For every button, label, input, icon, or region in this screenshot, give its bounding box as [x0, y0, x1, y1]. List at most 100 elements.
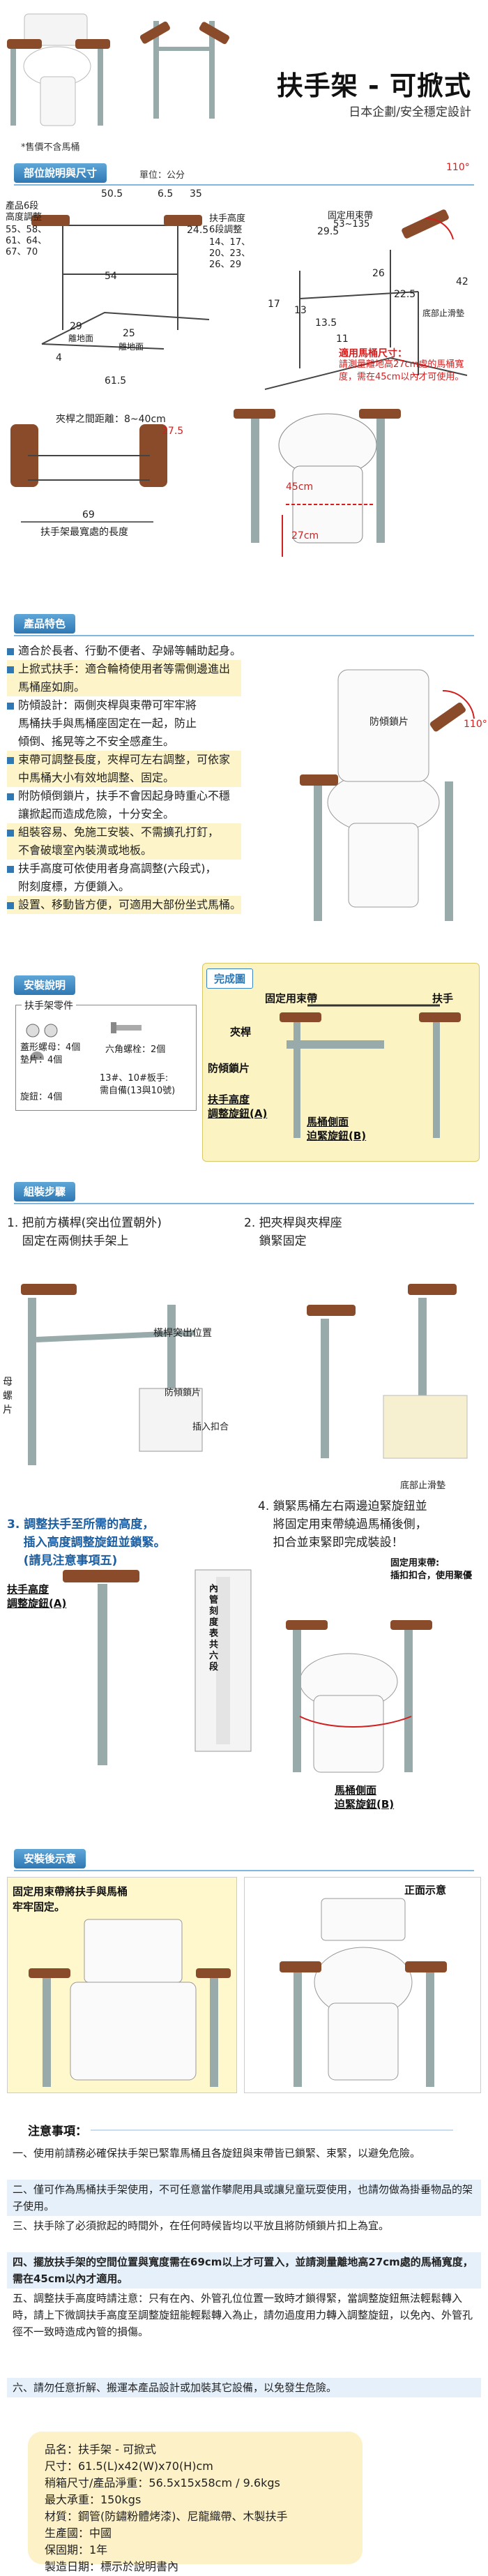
step-4-belt-label: 固定用束帶: 插扣扣合，使用聚優: [390, 1558, 473, 1581]
dim-25: 25: [123, 328, 135, 339]
done-side-knob-label: 馬桶側面 迫緊旋鈕(B): [307, 1116, 367, 1142]
bullet-icon: [7, 666, 14, 673]
dim-6-5: 6.5: [158, 188, 174, 200]
unit-label: 單位：公分: [139, 170, 185, 181]
dim-42: 42: [456, 276, 468, 287]
dimension-diagram: [10, 209, 468, 557]
wrench-label: 13#、10#板手: 需自備(13與10號): [100, 1073, 176, 1096]
dim-17: 17: [268, 299, 280, 310]
caution-item: 五、調整扶手高度時請注意：只有在內、外管孔位位置一致時才鎖得緊，當調整旋鈕無法輕…: [13, 2292, 473, 2338]
steps-3-4-illustration: [63, 1569, 432, 1773]
belt-label: 固定用束帶: [328, 211, 374, 221]
section-tag-after: 安裝後示意: [14, 1849, 86, 1869]
divider: [14, 635, 474, 636]
divider: [91, 2129, 453, 2131]
done-arm-label: 扶手: [432, 992, 454, 1005]
step-3-knob-label: 扶手高度 調整旋鈕(A): [7, 1583, 67, 1610]
belt-range: 53~135: [333, 219, 370, 230]
dim-50-5: 50.5: [101, 188, 123, 200]
feature-illustration: [300, 669, 475, 921]
back-view-note: 固定用束帶將扶手與馬桶 牢牢固定。: [13, 1885, 128, 1913]
front-view-note: 正面示意: [404, 1884, 447, 1896]
bullet-icon: [7, 702, 14, 710]
done-height-knob-label: 扶手高度 調整旋鈕(A): [208, 1093, 268, 1120]
spec-warranty: 保固期：1年: [45, 2543, 108, 2556]
bullet-icon: [7, 647, 14, 655]
feature-item-cont: 馬桶扶手與馬桶座固定在一起，防止: [18, 717, 197, 730]
dim-27-5: 27.5: [162, 426, 184, 437]
feature-item-cont: 中馬桶大小有效地調整、固定。: [7, 769, 242, 787]
caution-item: 一、使用前請務必確保扶手架已緊靠馬桶且各旋鈕與束帶皆已鎖緊、束緊，以避免危險。: [13, 2147, 421, 2159]
bolt-label: 六角螺栓：2個: [105, 1044, 166, 1055]
done-image-box: [202, 963, 480, 1162]
caution-item: 四、擺放扶手架的空間位置與寬度需在69cm以上才可置入，並請測量離地高27cm處…: [7, 2252, 481, 2289]
feature-item-cont: 不會破壞室內裝潢或地板。: [7, 841, 242, 860]
step-3-body: 3. 調整扶手至所需的高度， 插入高度調整旋鈕並鎖緊。 (請見注意事項五): [7, 1518, 166, 1568]
dim-45cm: 45cm: [286, 481, 314, 493]
section-tag-dimensions: 部位說明與尺寸: [14, 163, 107, 183]
dim-69: 69: [82, 509, 95, 521]
done-illustration: [280, 1004, 461, 1138]
feature-item: 附防傾倒鎖片，扶手不會因起身時重心不穩: [7, 787, 241, 805]
height-6-values: 55、58、 61、64、 67、70: [6, 225, 47, 257]
spec-origin: 生產國：中國: [45, 2526, 112, 2540]
feature-item: 適合於長者、行動不便者、孕婦等輔助起身。: [7, 642, 241, 660]
section-tag-features: 產品特色: [14, 614, 76, 634]
page-title: 扶手架 - 可掀式: [276, 70, 471, 101]
front-view-photo: [244, 1877, 481, 2093]
product-photo: [7, 13, 229, 126]
feature-item-cont: 讓掀起而造成危險，十分安全。: [18, 807, 175, 821]
dim-24-5: 24.5: [187, 225, 209, 236]
dim-61-5: 61.5: [105, 375, 127, 387]
back-view-photo: [7, 1877, 237, 2093]
page-subtitle: 日本企劃/安全穩定設計: [349, 105, 471, 119]
dim-4: 4: [56, 352, 62, 364]
feature-item: 防傾設計：兩側夾桿與束帶可牢牢將: [7, 696, 241, 714]
bullet-icon: [7, 829, 14, 837]
arm-height-label: 扶手高度 6段調整: [209, 214, 246, 235]
arm-width-label: 扶手架最寬處的長度: [40, 527, 128, 538]
front-view-illustration: [280, 1898, 447, 2087]
spec-size: 尺寸：61.5(L)x42(W)x70(H)cm: [45, 2459, 213, 2473]
done-clamp-label: 夾桿: [230, 1026, 252, 1038]
step-3-inner-label: 內管刻度表共六段: [209, 1584, 219, 1672]
dim-22-5: 22.5: [394, 289, 416, 300]
slip-pad-label: 底部止滑墊: [422, 308, 465, 318]
header: 扶手架 - 可掀式 日本企劃/安全穩定設計 *售價不含馬桶: [0, 0, 488, 153]
dim-11: 11: [336, 334, 349, 345]
feature-item: 上掀式扶手：適合輪椅使用者等需側邊進出: [7, 660, 242, 678]
step-2-tilt: 防傾鎖片: [165, 1388, 201, 1398]
caution-item: 六、請勿任意折解、搬運本產品設計或加裝其它設備，以免發生危險。: [7, 2378, 481, 2397]
spec-material: 材質：鋼管(防鏽粉體烤漆)、尼龍織帶、木製扶手: [45, 2510, 288, 2523]
step-1-text: 1. 把前方橫桿(突出位置朝外) 固定在兩側扶手架上: [7, 1216, 162, 1248]
dim-27cm: 27cm: [291, 530, 319, 541]
feature-item-cont: 附刻度標，方便鎖入。: [18, 880, 130, 893]
arm-height-values: 14、17、 20、23、 26、29: [209, 237, 251, 270]
height-6-label: 產品6段 高度調整: [6, 201, 43, 223]
fit-description: 請測量離地高27cm處的馬桶寬度，需在45cm以內才可使用。: [339, 359, 464, 382]
angle-110: 110°: [446, 162, 470, 173]
done-belt-label: 固定用束帶: [265, 992, 318, 1005]
step-1-nut: 母螺片: [3, 1377, 13, 1416]
step-1-note: 橫桿突出位置: [153, 1328, 212, 1339]
dim-35: 35: [190, 188, 202, 200]
bullet-icon: [7, 901, 14, 909]
seat-height-caption-2: 離地面: [119, 342, 144, 352]
back-view-illustration: [29, 1919, 231, 2087]
washer-label: 蓋形螺母：4個 墊片：4個: [20, 1042, 81, 1065]
feature-item: 束帶可調整長度，夾桿可左右調整，可依家: [7, 751, 242, 769]
feature-item-cont: 傾倒、搖晃等之不安全感產生。: [18, 735, 175, 748]
spec-load: 最大承重：150kgs: [45, 2493, 142, 2506]
fit-title: 適用馬桶尺寸：: [339, 348, 407, 359]
knob-label: 旋鈕：4個: [20, 1092, 63, 1102]
spec-box-size: 稍箱尺寸/產品淨重：56.5x15x58cm / 9.6kgs: [45, 2476, 280, 2489]
anti-tilt-label: 防傾鎖片: [369, 717, 409, 728]
angle-110-2: 110°: [464, 719, 487, 730]
parts-box: 扶手架零件 蓋形螺母：4個 墊片：4個 六角螺栓：2個 旋鈕：4個 13#、10…: [15, 998, 197, 1111]
caution-item: 二、僅可作為馬桶扶手架使用，不可任意當作攀爬用具或讓兒童玩耍使用，也請勿做為掛垂…: [7, 2180, 481, 2216]
step-2-text: 2. 把夾桿與夾桿座 鎖緊固定: [244, 1216, 342, 1248]
toilet-excluded-note: *售價不含馬桶: [21, 142, 80, 153]
steps-1-2-illustration: [21, 1284, 468, 1465]
bullet-icon: [7, 793, 14, 800]
spec-maker: 製造日期：標示於說明書內: [45, 2560, 179, 2573]
